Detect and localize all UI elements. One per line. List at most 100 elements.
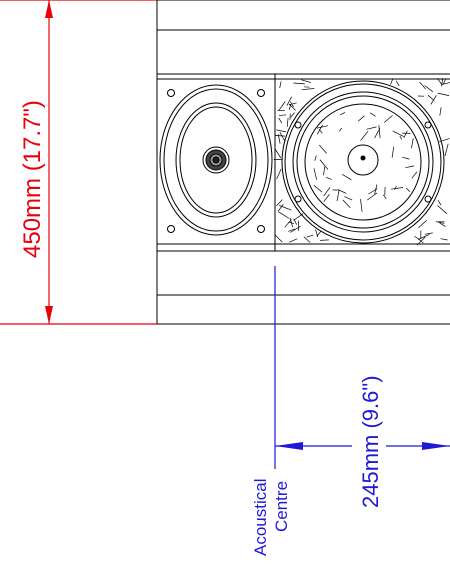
hatch-stroke — [342, 173, 352, 181]
hatch-stroke — [437, 78, 442, 85]
hatch-stroke — [441, 82, 450, 85]
hatch-stroke — [319, 144, 327, 154]
acoustical-centre-label-line2: Centre — [272, 481, 291, 532]
woofer-cone-edge — [304, 103, 422, 221]
hatch-stroke — [442, 79, 446, 85]
woofer-screw-2 — [424, 121, 432, 129]
hatch-stroke — [424, 85, 434, 92]
hatch-stroke — [439, 138, 450, 143]
woofer-surround — [292, 91, 434, 233]
hatch-stroke — [279, 81, 282, 89]
tweeter-screw-tl — [167, 89, 175, 97]
hatch-stroke — [390, 78, 394, 85]
width-dimension: 245mm (9.6") Acoustical Centre — [251, 266, 450, 556]
hatch-stroke — [279, 205, 292, 211]
hatch-stroke — [276, 129, 287, 133]
hatch-stroke — [319, 159, 329, 170]
hatch-stroke — [360, 130, 369, 141]
hatch-stroke — [320, 239, 329, 241]
height-arrow-bottom — [45, 306, 53, 324]
hatch-stroke — [436, 221, 445, 224]
hatch-stroke — [314, 155, 317, 161]
hatch-stroke — [303, 236, 311, 243]
woofer-screw-3 — [294, 195, 302, 203]
woofer — [281, 80, 445, 244]
hatch-stroke — [290, 101, 294, 107]
tweeter-screw-bl — [167, 225, 175, 233]
hatch-stroke — [288, 104, 292, 110]
hatch-stroke — [342, 199, 351, 209]
woofer-screw-4 — [424, 195, 432, 203]
hatch-stroke — [289, 238, 298, 243]
width-arrow-right — [422, 442, 450, 450]
hatch-stroke — [374, 184, 378, 195]
hatch-stroke — [279, 132, 285, 141]
hatch-stroke — [337, 189, 347, 194]
woofer-dust-cap-center — [360, 155, 366, 161]
hatch-stroke — [278, 101, 286, 111]
hatch-stroke — [378, 125, 381, 139]
woofer-dust-cap — [347, 144, 379, 176]
hatch-stroke — [390, 187, 404, 190]
tweeter-waveguide — [175, 102, 257, 218]
height-label: 450mm (17.7") — [19, 100, 46, 258]
hatch-stroke — [437, 200, 442, 206]
hatch-stroke — [405, 187, 411, 192]
hatch-stroke — [293, 218, 298, 225]
tweeter-outer-ring — [159, 84, 273, 236]
hatch-stroke — [318, 129, 323, 134]
hatch-stroke — [437, 205, 448, 214]
hatch-stroke — [323, 166, 326, 176]
hatch-stroke — [444, 143, 449, 156]
hatch-stroke — [315, 229, 319, 238]
hatch-stroke — [286, 117, 289, 127]
hatch-stroke — [313, 185, 323, 193]
hatch-stroke — [293, 213, 304, 221]
woofer-flange-inner — [284, 83, 442, 241]
hatch-stroke — [278, 114, 287, 117]
hatch-stroke — [418, 220, 428, 229]
hatch-stroke — [323, 194, 330, 203]
hatch-stroke — [301, 88, 315, 91]
hatch-stroke — [339, 127, 342, 132]
woofer-surround-inner — [296, 95, 430, 229]
hatch-stroke — [274, 234, 283, 243]
tweeter-waveguide-inner — [179, 106, 253, 214]
hatch-stroke — [418, 233, 430, 240]
hatch-stroke — [383, 194, 387, 200]
hatch-stroke — [313, 168, 318, 180]
tweeter-screw-br — [257, 225, 265, 233]
hatch-stroke — [424, 232, 433, 235]
hatch-stroke — [344, 196, 353, 201]
hatch-stroke — [411, 171, 418, 179]
hatch-stroke — [284, 219, 292, 228]
hatch-stroke — [419, 81, 426, 90]
hatch-stroke — [274, 148, 282, 159]
hatch-stroke — [414, 235, 424, 244]
hatch-stroke — [323, 187, 331, 197]
tweeter-dome-surround — [202, 146, 230, 174]
hatch-stroke — [288, 102, 297, 106]
hatch-stroke — [360, 199, 363, 212]
hatch-stroke — [276, 168, 282, 180]
hatch-stroke — [439, 107, 442, 116]
hatch-stroke — [290, 112, 295, 118]
hatch-stroke — [301, 79, 311, 83]
hatch-stroke — [391, 146, 395, 158]
hatch-stroke — [290, 225, 301, 233]
hatch-stroke — [427, 94, 435, 101]
material-hatch — [273, 78, 450, 246]
acoustical-centre-label-line1: Acoustical — [251, 479, 270, 556]
hatch-stroke — [369, 112, 376, 117]
hatch-stroke — [336, 189, 340, 202]
tweeter-screw-tr — [257, 89, 265, 97]
hatch-stroke — [325, 176, 332, 180]
hatch-stroke — [392, 130, 404, 137]
hatch-stroke — [430, 95, 437, 105]
woofer-flange — [281, 80, 445, 244]
hatch-stroke — [317, 125, 329, 129]
hatch-stroke — [441, 78, 444, 87]
width-arrow-left — [275, 442, 303, 450]
hatch-stroke — [289, 217, 294, 228]
hatch-stroke — [278, 203, 284, 212]
